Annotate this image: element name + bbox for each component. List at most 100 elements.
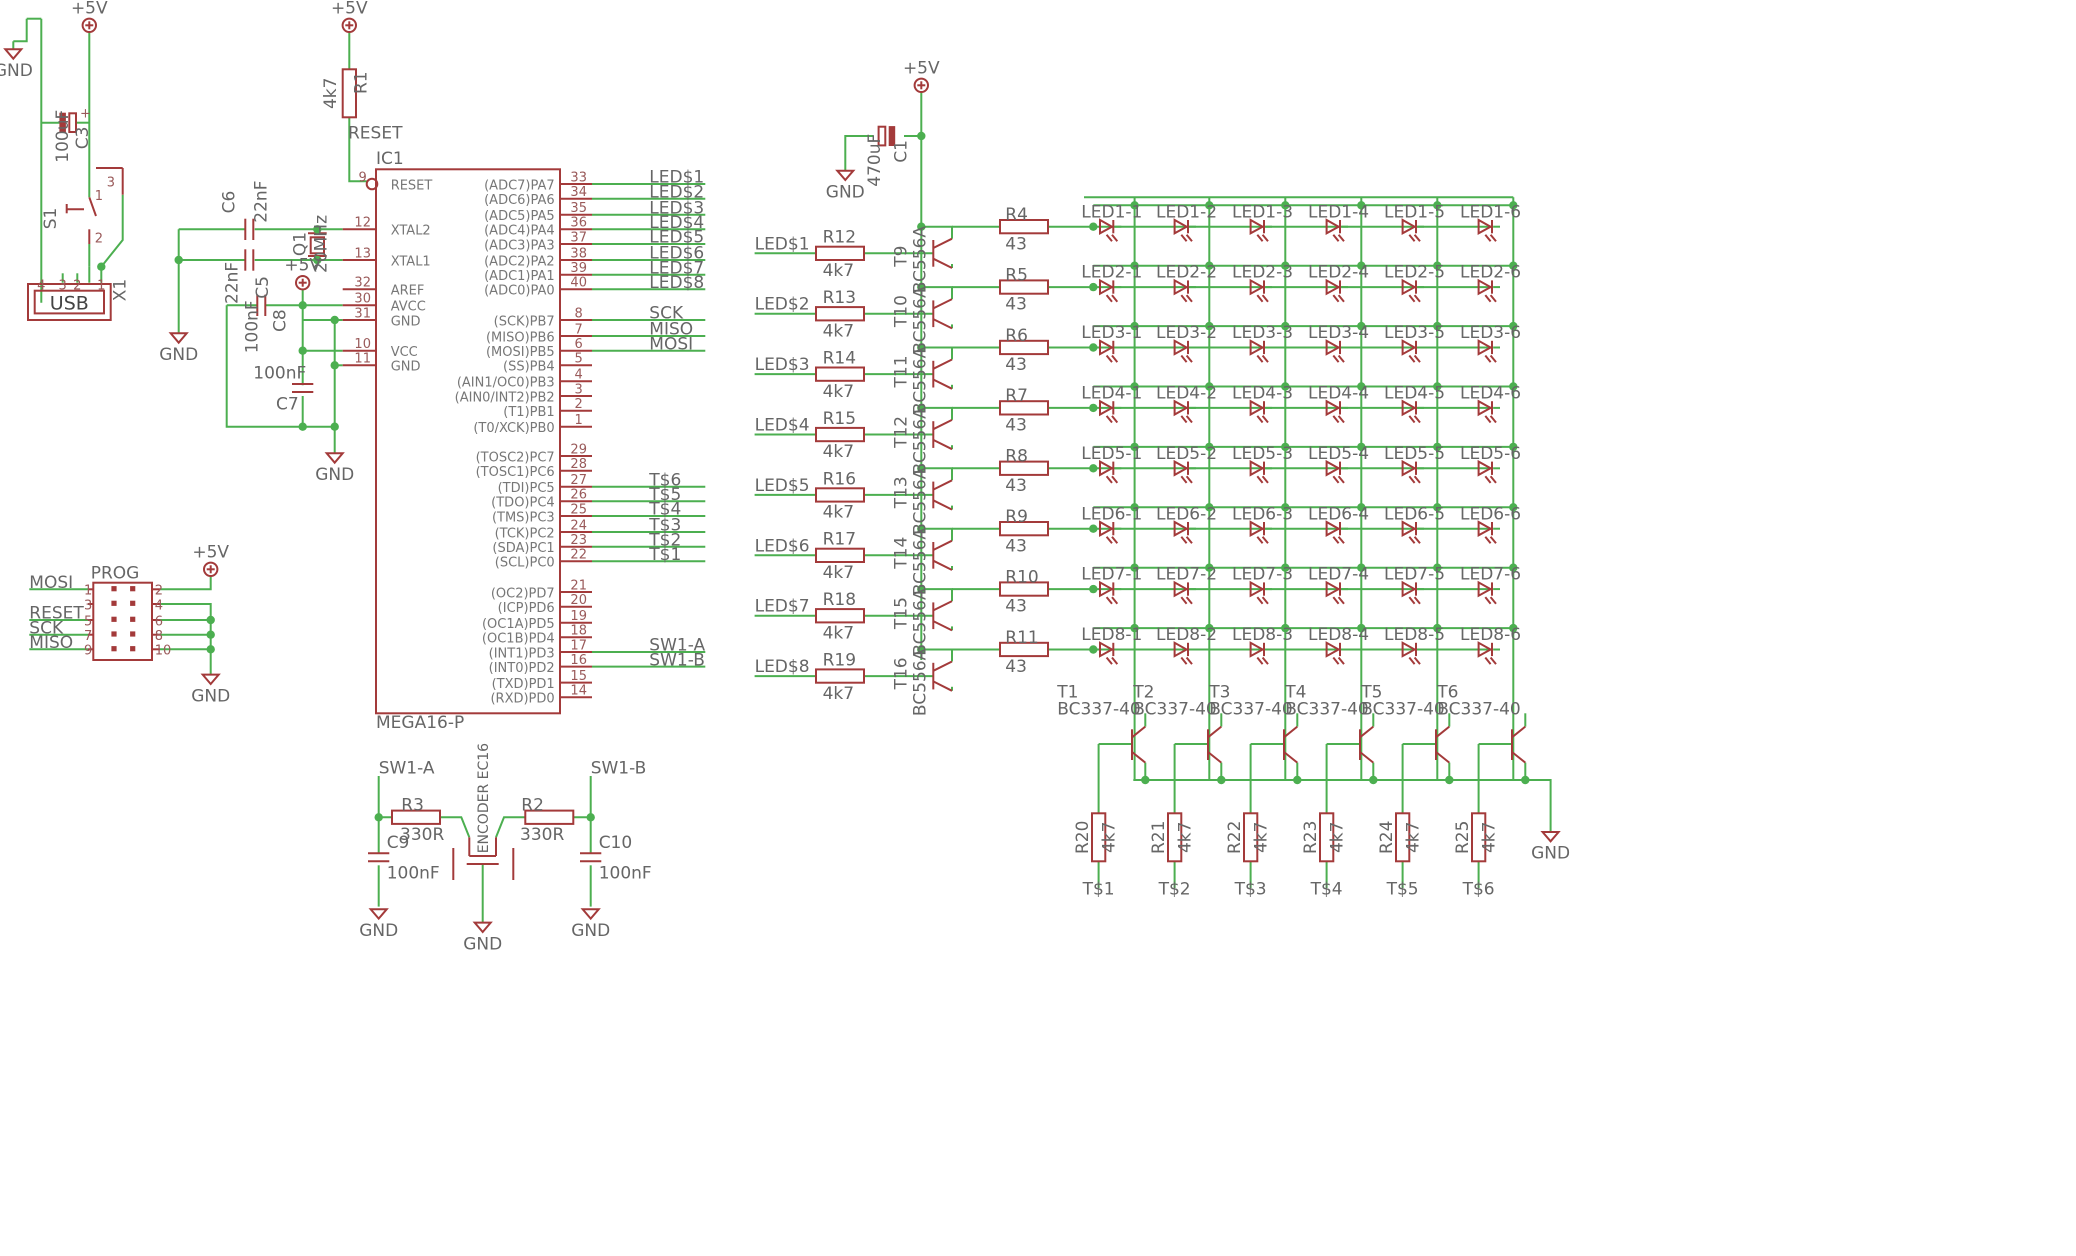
led-symbol bbox=[1332, 415, 1340, 424]
pin-name: AVCC bbox=[391, 300, 426, 315]
led-ref: LED8-1 bbox=[1081, 625, 1142, 645]
pin-name: (OC1A)PD5 bbox=[482, 617, 555, 632]
led-symbol bbox=[1477, 520, 1493, 537]
led-symbol bbox=[1477, 218, 1493, 235]
vcc-label: +5V bbox=[284, 256, 321, 276]
pin-name: (SDA)PC1 bbox=[492, 541, 554, 556]
pin-number: 37 bbox=[570, 230, 587, 245]
junction-dot bbox=[1205, 321, 1214, 331]
junction-dot bbox=[313, 255, 322, 265]
net-label: LED$4 bbox=[649, 213, 704, 233]
pin-number: 18 bbox=[570, 624, 587, 639]
col-net: T$4 bbox=[1310, 880, 1343, 900]
gnd-symbol bbox=[3, 48, 24, 61]
c3-value: 100uF bbox=[53, 110, 73, 163]
led-symbol bbox=[1332, 234, 1340, 242]
mcu-body bbox=[375, 168, 561, 715]
junction-dot bbox=[1217, 775, 1226, 785]
switch-pin: 3 bbox=[107, 176, 115, 191]
led-symbol bbox=[1408, 354, 1416, 363]
junction-dot bbox=[1089, 282, 1098, 292]
led-symbol bbox=[1105, 415, 1113, 424]
led-symbol bbox=[1325, 278, 1341, 296]
led-symbol bbox=[1484, 656, 1492, 665]
npn-ref: T2 bbox=[1132, 682, 1154, 702]
pin-number: 11 bbox=[354, 352, 371, 367]
pin-number: 34 bbox=[570, 185, 587, 200]
usb-pin: 3 bbox=[59, 278, 67, 293]
pin-number: 17 bbox=[570, 638, 587, 653]
led-symbol bbox=[1337, 475, 1345, 484]
led-symbol bbox=[1105, 234, 1113, 242]
led-ref: LED1-2 bbox=[1156, 202, 1217, 222]
led-symbol bbox=[1325, 520, 1341, 537]
led-symbol bbox=[1185, 294, 1193, 303]
junction-dot bbox=[1433, 201, 1442, 210]
led-symbol bbox=[1332, 354, 1340, 363]
col-res-value: 4k7 bbox=[1404, 822, 1424, 853]
led-symbol bbox=[1099, 339, 1115, 356]
led-ref: LED4-1 bbox=[1081, 384, 1142, 404]
led-symbol bbox=[1261, 656, 1269, 665]
pin-number: 30 bbox=[354, 292, 371, 307]
led-symbol bbox=[1261, 596, 1269, 605]
wire bbox=[844, 135, 874, 171]
junction-dot bbox=[1509, 321, 1518, 331]
cap-plus: + bbox=[80, 106, 91, 121]
led-symbol bbox=[1249, 399, 1265, 417]
row-res-ref: R11 bbox=[1005, 628, 1038, 648]
led-ref: LED5-6 bbox=[1460, 444, 1521, 464]
pin-number: 16 bbox=[570, 653, 587, 668]
pin-number: 8 bbox=[575, 306, 583, 321]
c8-ref: C8 bbox=[270, 309, 290, 332]
row-res-value: 43 bbox=[1005, 295, 1027, 315]
npn-transistor bbox=[1435, 725, 1450, 739]
pin-name: (ADC6)PA6 bbox=[484, 193, 555, 208]
pin-number: 10 bbox=[155, 644, 172, 659]
led-symbol bbox=[1337, 656, 1345, 665]
gnd-label: GND bbox=[1531, 844, 1570, 864]
usb-connector bbox=[27, 283, 112, 321]
led-ref: LED4-5 bbox=[1384, 384, 1445, 404]
net-label: T$5 bbox=[648, 485, 681, 505]
led-ref: LED1-1 bbox=[1081, 202, 1142, 222]
led-ref: LED5-2 bbox=[1156, 444, 1217, 464]
led-ref: LED4-3 bbox=[1232, 384, 1293, 404]
pin-number: 14 bbox=[570, 684, 587, 699]
junction-dot bbox=[1357, 563, 1366, 572]
gnd-label: GND bbox=[191, 686, 230, 706]
junction-dot bbox=[1357, 442, 1366, 452]
gnd-label: GND bbox=[826, 182, 865, 202]
junction-dot bbox=[206, 615, 215, 625]
pin-name: (ADC3)PA3 bbox=[484, 238, 555, 253]
col-res-ref: R25 bbox=[1453, 821, 1473, 854]
led-symbol bbox=[1111, 354, 1119, 363]
junction-dot bbox=[917, 464, 926, 473]
junction-dot bbox=[97, 262, 106, 271]
pin-name: (INT1)PD3 bbox=[489, 646, 555, 661]
junction-dot bbox=[917, 524, 926, 533]
led-symbol bbox=[1489, 475, 1497, 484]
switch-pin: 2 bbox=[95, 232, 103, 247]
pnp-part: BC556A bbox=[910, 286, 930, 354]
r3-value: 330R bbox=[400, 825, 444, 845]
junction-dot bbox=[1089, 584, 1098, 594]
pnp-transistor bbox=[932, 539, 953, 551]
pin-number: 4 bbox=[155, 598, 163, 613]
junction-dot bbox=[1205, 563, 1214, 572]
pnp-part: BC556A bbox=[910, 528, 930, 596]
npn-transistor bbox=[1359, 751, 1374, 764]
junction-dot bbox=[1141, 775, 1150, 785]
prog-signal: MISO bbox=[29, 633, 73, 653]
junction-dot bbox=[1089, 222, 1098, 231]
led-symbol bbox=[1185, 234, 1193, 242]
led-symbol bbox=[1401, 218, 1417, 235]
led-symbol bbox=[1408, 234, 1416, 242]
row-res-value: 43 bbox=[1005, 416, 1027, 436]
junction-dot bbox=[313, 225, 322, 234]
row-res-value: 43 bbox=[1005, 476, 1027, 496]
gnd-symbol bbox=[324, 452, 345, 465]
pin-name: (TDI)PC5 bbox=[498, 481, 555, 496]
c7-ref: C7 bbox=[276, 394, 299, 414]
